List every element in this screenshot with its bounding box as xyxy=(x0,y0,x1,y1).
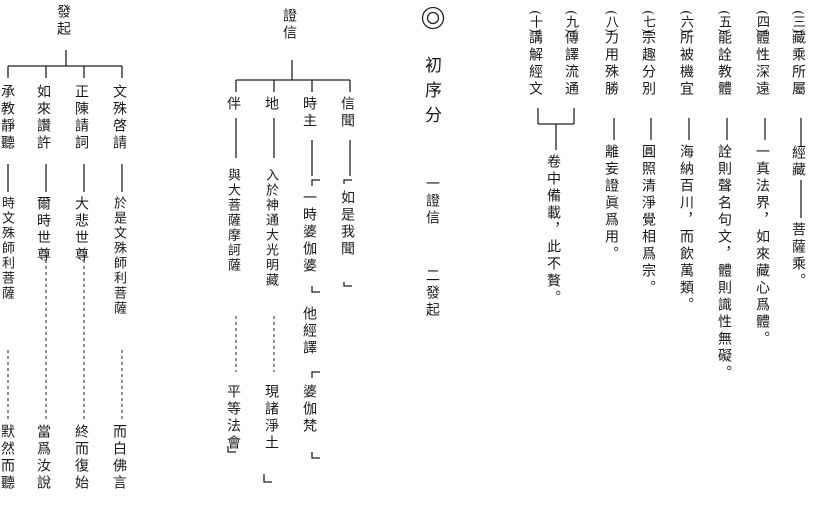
item-detail: 經藏 xyxy=(790,145,806,179)
branch-detail: 終而復始 xyxy=(73,424,89,492)
item-number: (五) xyxy=(716,10,731,34)
item-label: 體性深遠 xyxy=(754,30,770,98)
branch-label: 文殊啓請 xyxy=(111,84,127,152)
branch-detail: 當爲汝說 xyxy=(35,424,51,492)
item-label: 力用殊勝 xyxy=(603,30,619,98)
item-number: (十) xyxy=(527,10,542,34)
branch-label: 正陳請詞 xyxy=(73,84,89,152)
item-detail: 一真法界，如來藏心爲體。 xyxy=(754,144,770,348)
item-number: (八) xyxy=(603,10,618,34)
branch-label: 如來讚許 xyxy=(35,84,51,152)
item-number: (四) xyxy=(754,10,769,34)
branch-detail: 平等法會 xyxy=(225,384,241,452)
item-detail: 圓照清淨覺相爲宗。 xyxy=(640,144,656,297)
item-detail: 海納百川，而飲萬類。 xyxy=(678,144,694,314)
section-title: 初序分 xyxy=(421,56,441,131)
part-one-label: 一證信 xyxy=(424,176,440,227)
item-label: 宗趣分別 xyxy=(640,30,656,98)
circle-mark-icon xyxy=(421,6,445,30)
item-label: 講解經文 xyxy=(527,30,543,98)
zhengxin-title: 證信 xyxy=(281,8,297,42)
item-detail: 詮則聲名句文，體則識性無礙。 xyxy=(716,144,732,382)
branch-detail: 而白佛言 xyxy=(111,424,127,492)
merged-detail: 卷中備載，此不贅。 xyxy=(545,154,561,307)
item-label: 所被機宜 xyxy=(678,30,694,98)
part-two-label: 二發起 xyxy=(424,268,440,319)
item-number: (六) xyxy=(678,10,693,34)
branch-detail: 爾時世尊 xyxy=(35,196,51,264)
item-number: (七) xyxy=(640,10,655,34)
branch-middle: 他經譯 xyxy=(301,306,317,357)
branch-label: 時主 xyxy=(301,96,317,130)
faqi-title: 發起 xyxy=(55,4,71,38)
item-label: 能詮教體 xyxy=(716,30,732,98)
item-detail: 菩薩乘。 xyxy=(790,222,806,290)
branch-detail: 入於神通大光明藏 xyxy=(263,168,278,288)
item-number: (九) xyxy=(563,10,578,34)
branch-detail: 於是文殊師利菩薩 xyxy=(111,196,126,316)
item-label: 藏乘所屬 xyxy=(790,30,806,98)
item-number: (三) xyxy=(790,10,805,34)
branch-label: 信聞 xyxy=(339,96,355,130)
item-label: 傳譯流通 xyxy=(563,30,579,98)
branch-label: 地 xyxy=(263,96,279,113)
branch-detail: 一時婆伽婆 xyxy=(301,190,317,275)
item-detail: 離妄證眞爲用。 xyxy=(603,144,619,263)
branch-detail: 默然而聽 xyxy=(0,424,15,492)
branch-detail: 與大菩薩摩訶薩 xyxy=(225,168,240,273)
branch-detail: 婆伽梵 xyxy=(301,384,317,435)
branch-detail: 時文殊師利菩薩 xyxy=(0,196,14,301)
branch-label: 伴 xyxy=(225,96,241,113)
branch-detail: 大悲世尊 xyxy=(73,196,89,264)
branch-detail: 現諸淨土 xyxy=(263,384,279,452)
branch-detail: 如是我聞 xyxy=(339,190,355,258)
branch-label: 承教靜聽 xyxy=(0,84,15,152)
